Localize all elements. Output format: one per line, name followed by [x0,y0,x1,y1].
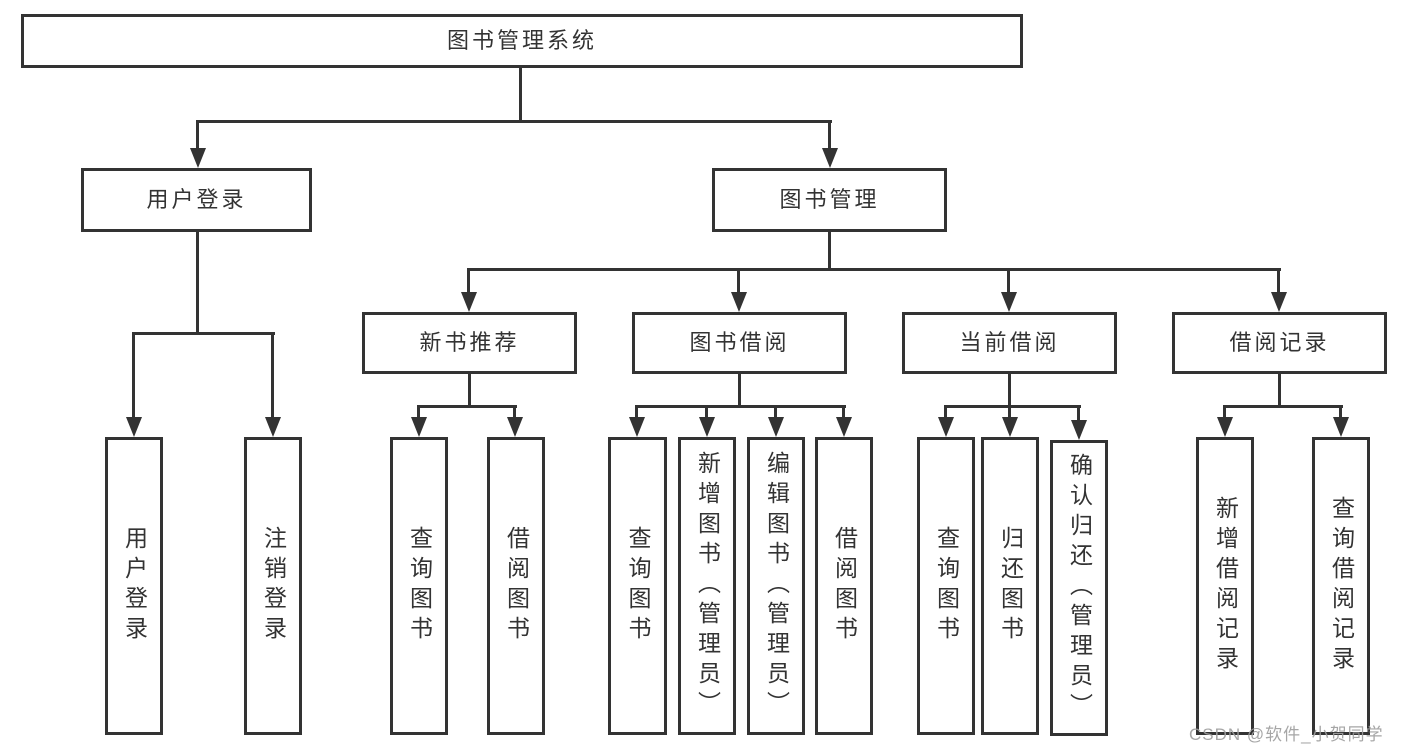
connector-line-vertical [1339,405,1342,421]
leaf-query-books-2: 查询图书 [608,437,667,735]
leaf-borrow-books-2: 借阅图书 [815,437,873,735]
node-borrow-records-label: 借阅记录 [1229,329,1330,355]
leaf-add-book-admin: 新增图书（管理员） [678,437,736,735]
arrowhead-icon [190,148,206,168]
connector-line-vertical [513,405,516,421]
connector-line-vertical [705,405,708,421]
arrowhead-icon [1333,417,1349,437]
arrowhead-icon [1271,292,1287,312]
connector-line-vertical [1077,405,1080,421]
arrowhead-icon [731,292,747,312]
leaf-logout: 注销登录 [244,437,302,735]
leaf-user-login: 用户登录 [105,437,163,735]
leaf-edit-book-admin: 编辑图书（管理员） [747,437,805,735]
arrowhead-icon [768,417,784,437]
arrowhead-icon [265,417,281,437]
leaf-return-book: 归还图书 [981,437,1039,735]
connector-line-vertical [828,232,831,270]
csdn-watermark: CSDN @软件_小贺同学 [1189,725,1384,744]
leaf-confirm-return-admin-label: 确认归还（管理员） [1066,453,1093,723]
node-user-login: 用户登录 [81,168,312,232]
arrowhead-icon [1002,417,1018,437]
connector-line-horizontal [132,332,275,335]
connector-line-horizontal [1223,405,1343,408]
leaf-query-borrow-record-label: 查询借阅记录 [1328,496,1355,676]
connector-line-vertical [1008,405,1011,421]
connector-line-vertical [635,405,638,421]
connector-line-vertical [1277,268,1280,296]
connector-line-horizontal [196,120,832,123]
connector-line-vertical [842,405,845,421]
leaf-borrow-books-1-label: 借阅图书 [503,526,530,646]
leaf-logout-label: 注销登录 [260,526,287,646]
connector-line-vertical [468,374,471,406]
leaf-add-book-admin-label: 新增图书（管理员） [694,451,721,721]
leaf-add-borrow-record-label: 新增借阅记录 [1212,496,1239,676]
arrowhead-icon [461,292,477,312]
arrowhead-icon [507,417,523,437]
connector-line-vertical [1008,374,1011,406]
connector-line-vertical [1278,374,1281,406]
node-borrow-records: 借阅记录 [1172,312,1387,374]
connector-line-vertical [417,405,420,421]
node-library-system: 图书管理系统 [21,14,1023,68]
arrowhead-icon [126,417,142,437]
node-book-borrow-label: 图书借阅 [689,329,790,355]
leaf-query-books-2-label: 查询图书 [625,526,651,646]
node-book-management-label: 图书管理 [779,186,880,212]
leaf-query-books-3: 查询图书 [917,437,975,735]
node-library-system-label: 图书管理系统 [446,27,597,53]
connector-line-horizontal [635,405,846,408]
connector-line-vertical [1007,268,1010,296]
leaf-query-books-3-label: 查询图书 [933,526,960,646]
node-current-borrow-label: 当前借阅 [959,329,1060,355]
leaf-confirm-return-admin: 确认归还（管理员） [1050,440,1108,736]
leaf-query-books-1-label: 查询图书 [406,526,433,646]
connector-line-vertical [196,120,199,152]
arrowhead-icon [411,417,427,437]
connector-line-horizontal [467,268,1281,271]
leaf-query-borrow-record: 查询借阅记录 [1312,437,1370,735]
connector-line-vertical [271,332,274,420]
connector-line-vertical [828,120,831,152]
connector-line-vertical [467,268,470,296]
connector-line-vertical [132,332,135,420]
connector-line-vertical [1223,405,1226,421]
node-new-book-recommend-label: 新书推荐 [419,329,520,355]
node-book-management: 图书管理 [712,168,947,232]
arrowhead-icon [822,148,838,168]
connector-line-vertical [737,268,740,296]
leaf-edit-book-admin-label: 编辑图书（管理员） [763,451,790,721]
arrowhead-icon [1001,292,1017,312]
connector-line-vertical [738,374,741,406]
arrowhead-icon [1071,420,1087,440]
leaf-borrow-books-2-label: 借阅图书 [831,526,858,646]
node-new-book-recommend: 新书推荐 [362,312,577,374]
leaf-borrow-books-1: 借阅图书 [487,437,545,735]
arrowhead-icon [629,417,645,437]
leaf-add-borrow-record: 新增借阅记录 [1196,437,1254,735]
connector-line-horizontal [944,405,1081,408]
leaf-query-books-1: 查询图书 [390,437,448,735]
connector-line-vertical [519,68,522,123]
node-book-borrow: 图书借阅 [632,312,847,374]
arrowhead-icon [699,417,715,437]
node-current-borrow: 当前借阅 [902,312,1117,374]
node-user-login-label: 用户登录 [146,186,247,212]
arrowhead-icon [938,417,954,437]
leaf-user-login-label: 用户登录 [121,526,148,646]
connector-line-vertical [196,232,199,334]
leaf-return-book-label: 归还图书 [997,526,1024,646]
arrowhead-icon [1217,417,1233,437]
connector-line-vertical [944,405,947,421]
connector-line-vertical [774,405,777,421]
arrowhead-icon [836,417,852,437]
connector-line-horizontal [417,405,517,408]
